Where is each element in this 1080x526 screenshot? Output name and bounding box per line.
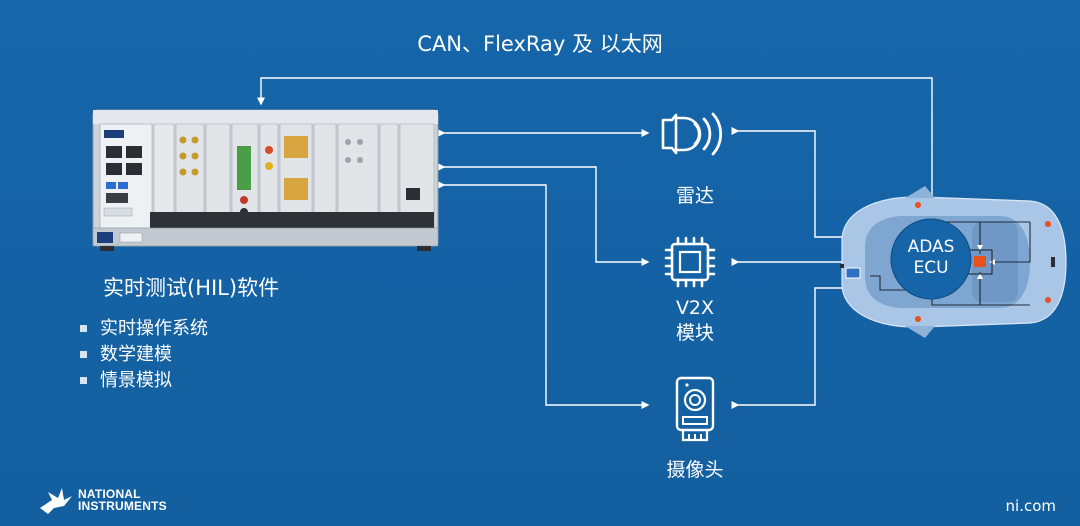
website-url: ni.com — [1005, 497, 1056, 515]
hil-software-title: 实时测试(HIL)软件 — [103, 276, 280, 300]
ni-logo-line1: NATIONAL — [78, 487, 141, 501]
list-item-label: 实时操作系统 — [100, 318, 208, 339]
hil-feature-list: 实时操作系统 数学建模 情景模拟 — [80, 316, 208, 394]
ecu-label-line2: ECU — [913, 258, 949, 278]
bus-label: CAN、FlexRay 及 以太网 — [417, 32, 663, 56]
bus-connection-line — [257, 77, 936, 229]
bullet-icon — [80, 325, 87, 332]
list-item: 数学建模 — [80, 342, 208, 368]
bullet-icon — [80, 351, 87, 358]
v2x-label-line1: V2X — [675, 297, 715, 319]
camera-icon — [675, 376, 715, 442]
camera-label: 摄像头 — [666, 459, 724, 481]
adas-ecu-label: ADAS ECU — [896, 237, 966, 279]
hil-camera-link — [437, 181, 650, 409]
ecu-label-line1: ADAS — [907, 237, 955, 257]
radar-label: 雷达 — [675, 185, 714, 207]
list-item: 情景模拟 — [80, 368, 208, 394]
car-top-view — [840, 186, 1067, 338]
v2x-label-line2: 模块 — [675, 322, 714, 344]
bullet-icon — [80, 377, 87, 384]
ni-logo-line2: INSTRUMENTS — [78, 499, 167, 513]
radar-icon — [661, 112, 723, 156]
list-item-label: 情景模拟 — [100, 370, 172, 391]
list-item: 实时操作系统 — [80, 316, 208, 342]
chip-icon — [664, 236, 716, 288]
hil-chassis-image — [92, 109, 439, 251]
v2x-label: V2X 模块 — [655, 296, 735, 346]
ni-eagle-icon — [40, 488, 72, 514]
list-item-label: 数学建模 — [100, 344, 172, 365]
